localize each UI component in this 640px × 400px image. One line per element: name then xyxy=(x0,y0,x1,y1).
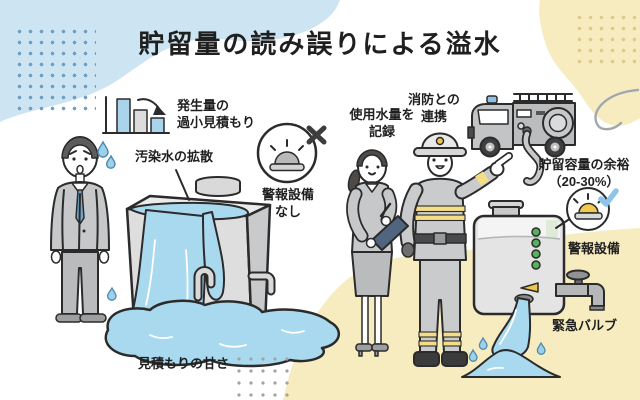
water-puddle xyxy=(461,349,561,378)
smiling-mouth xyxy=(435,165,445,170)
emergency-light-icon xyxy=(486,95,498,104)
firefighter xyxy=(399,132,513,367)
alarm-light-icon xyxy=(573,193,603,220)
worried-businessman xyxy=(50,136,116,323)
water-outflow xyxy=(461,297,561,378)
windshield xyxy=(477,109,509,125)
worried-mouth xyxy=(76,164,84,175)
alarm-ok-badge xyxy=(566,187,619,231)
emergency-valve xyxy=(555,269,605,311)
spout-lever xyxy=(520,282,539,293)
splash-drops xyxy=(468,336,546,362)
label-fire-cooperation: 消防との 連携 xyxy=(408,92,460,124)
page-title: 貯留量の読み誤りによる溢水 xyxy=(138,29,502,59)
pen xyxy=(379,202,392,218)
gray-dot-grid xyxy=(233,353,291,398)
hair xyxy=(356,149,388,167)
pointer-line xyxy=(175,169,190,201)
label-underestimate: 発生量の 過小見積もり xyxy=(177,98,256,130)
boots xyxy=(413,351,440,367)
wheels xyxy=(479,136,566,158)
fire-truck xyxy=(467,93,576,186)
label-no-alarm: 警報設備 なし xyxy=(261,187,314,219)
no-alarm-badge xyxy=(256,122,327,184)
label-record-usage: 使用水量を 記録 xyxy=(349,107,415,139)
overflowing-tank xyxy=(104,169,341,368)
sweat-drops xyxy=(97,140,116,169)
recording-woman xyxy=(346,149,409,357)
label-capacity-margin: 貯留容量の余裕 （20-30%） xyxy=(538,157,630,189)
tank-cap xyxy=(195,176,241,197)
label-alarm-equipment: 警報設備 xyxy=(567,241,620,256)
blue-dot-grid xyxy=(14,26,96,116)
alarm-light-icon xyxy=(269,139,305,172)
level-indicator xyxy=(546,220,558,239)
check-icon xyxy=(598,188,619,207)
yellow-dot-grid xyxy=(574,12,636,64)
label-contamination-spread: 汚染水の拡散 xyxy=(135,149,214,164)
glove xyxy=(401,242,415,258)
indicator-lights xyxy=(531,227,541,270)
valve-handwheel xyxy=(566,269,590,281)
ladder xyxy=(513,93,573,102)
hair xyxy=(61,136,99,159)
gray-swoosh-line xyxy=(594,88,640,131)
declining-bar-chart-icon xyxy=(102,96,170,134)
reflective-stripe xyxy=(414,205,466,213)
pants xyxy=(61,251,99,315)
storage-tank xyxy=(472,200,572,316)
cross-icon xyxy=(306,125,327,145)
label-lax-estimate: 見積もりの甘さ xyxy=(138,356,230,371)
label-emergency-valve: 緊急バルブ xyxy=(552,318,618,333)
skirt xyxy=(351,251,393,297)
water-puddle xyxy=(104,299,341,368)
